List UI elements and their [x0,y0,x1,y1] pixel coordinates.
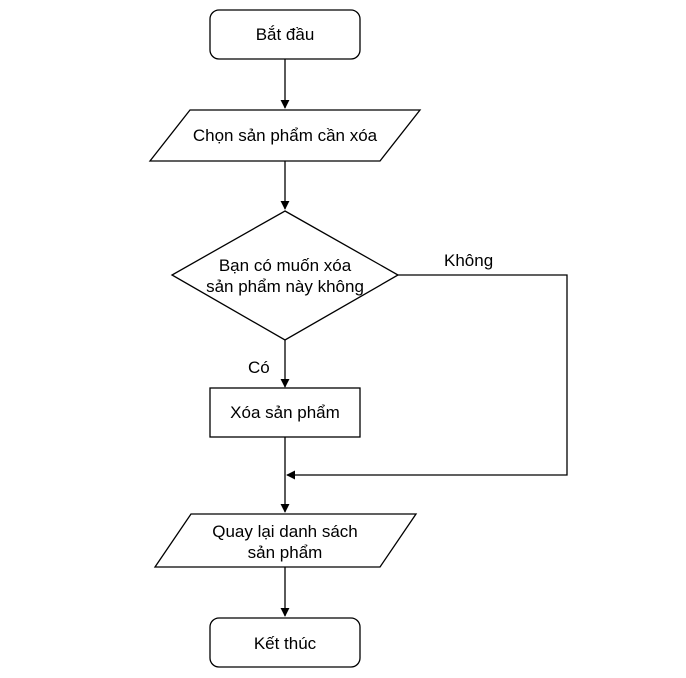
edge-label-no: Không [444,251,493,270]
confirm-label-line2: sản phẩm này không [206,277,364,296]
delete-product-label: Xóa sản phẩm [230,403,340,422]
back-to-list-label-line1: Quay lại danh sách [212,522,358,541]
start-label: Bắt đầu [256,25,315,44]
delete-product-node: Xóa sản phẩm [209,387,361,438]
back-to-list-node: Quay lại danh sách sản phẩm [153,513,418,568]
start-node: Bắt đầu [209,9,361,60]
select-product-node: Chọn sản phẩm cần xóa [148,109,422,162]
confirm-label-line1: Bạn có muốn xóa [219,256,352,275]
end-node: Kết thúc [209,617,361,668]
back-to-list-label-line2: sản phẩm [248,543,323,562]
select-product-label: Chọn sản phẩm cần xóa [193,126,378,145]
edge-label-yes: Có [248,358,270,377]
confirm-decision-node: Bạn có muốn xóa sản phẩm này không [170,210,400,341]
end-label: Kết thúc [254,634,317,653]
edge-confirm-no-loop [286,274,568,480]
